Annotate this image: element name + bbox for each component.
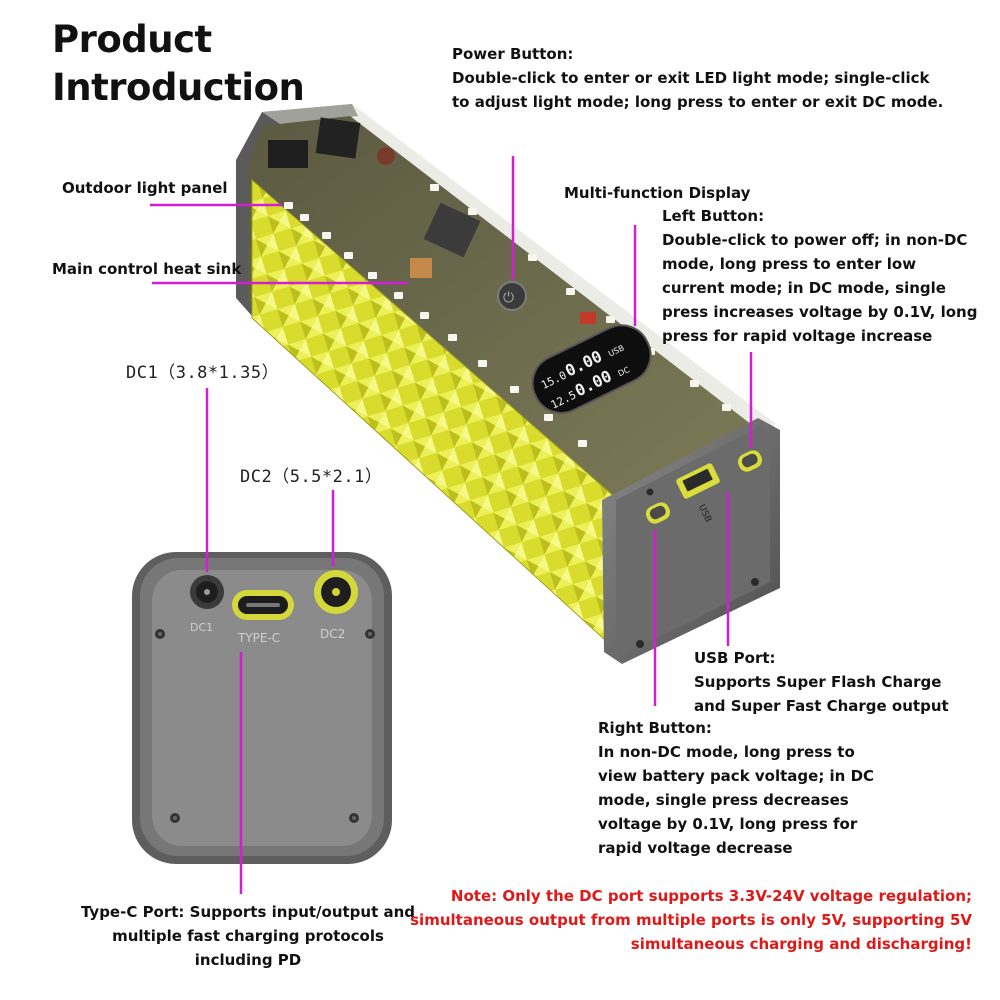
left-button-line: current mode; in DC mode, single: [662, 279, 946, 297]
main-control-heat-sink-label: Main control heat sink: [52, 260, 242, 278]
dc1-marking: DC1: [190, 621, 213, 634]
right-button-line: view battery pack voltage; in DC: [598, 767, 875, 785]
left-button: [737, 450, 763, 472]
dc1-label: DC1（3.8*1.35）: [126, 363, 280, 383]
power-button-line: to adjust light mode; long press to ente…: [452, 93, 944, 111]
usb-port-line: and Super Fast Charge output: [694, 697, 949, 715]
left-button-line: press increases voltage by 0.1V, long: [662, 303, 978, 321]
right-button-label: Right Button: In non-DC mode, long press…: [598, 716, 874, 860]
note-line: Note: Only the DC port supports 3.3V-24V…: [450, 887, 972, 905]
left-button-line: press for rapid voltage increase: [662, 327, 933, 345]
right-button-line: In non-DC mode, long press to: [598, 743, 855, 761]
power-button-label: Power Button: Double-click to enter or e…: [452, 42, 943, 114]
end-panel: DC1 TYPE-C DC2: [132, 552, 392, 864]
led-dots: [284, 184, 731, 447]
voltage-note: Note: Only the DC port supports 3.3V-24V…: [400, 884, 972, 956]
svg-text:⏻: ⏻: [503, 290, 514, 306]
right-button-line: rapid voltage decrease: [598, 839, 793, 857]
right-button-line: voltage by 0.1V, long press for: [598, 815, 858, 833]
typec-port-line: Type-C Port: Supports input/output and: [80, 903, 416, 921]
right-button-line: mode, single press decreases: [598, 791, 849, 809]
right-button-heading: Right Button:: [598, 719, 712, 737]
right-button: [645, 502, 671, 524]
usb-port-line: Supports Super Flash Charge: [694, 673, 942, 691]
typec-port-label: Type-C Port: Supports input/output and m…: [70, 900, 426, 972]
typec-port-line: including PD: [194, 951, 302, 969]
outdoor-light-panel-label: Outdoor light panel: [62, 179, 228, 197]
callout-lines: [150, 156, 753, 894]
left-button-line: mode, long press to enter low: [662, 255, 917, 273]
left-button-label: Left Button: Double-click to power off; …: [662, 204, 977, 348]
multi-function-display: 0.00 0.00 15.0 12.5 USB DC: [531, 324, 652, 414]
usb-port: USB: [676, 463, 720, 524]
title-line-1: Product: [52, 18, 212, 61]
usb-port-label: USB Port: Supports Super Flash Charge an…: [694, 646, 949, 718]
power-button-heading: Power Button:: [452, 45, 574, 63]
dc2-marking: DC2: [320, 627, 345, 641]
title-line-2: Introduction: [52, 66, 305, 109]
typec-port-line: multiple fast charging protocols: [112, 927, 384, 945]
usb-port-heading: USB Port:: [694, 649, 776, 667]
note-line: simultaneous charging and discharging!: [630, 935, 972, 953]
left-button-heading: Left Button:: [662, 207, 765, 225]
typec-marking: TYPE-C: [237, 631, 280, 645]
left-button-line: Double-click to power off; in non-DC: [662, 231, 968, 249]
note-line: simultaneous output from multiple ports …: [410, 911, 972, 929]
dc2-label: DC2（5.5*2.1）: [240, 467, 383, 487]
multi-function-display-label: Multi-function Display: [564, 184, 751, 202]
power-button-line: Double-click to enter or exit LED light …: [452, 69, 930, 87]
